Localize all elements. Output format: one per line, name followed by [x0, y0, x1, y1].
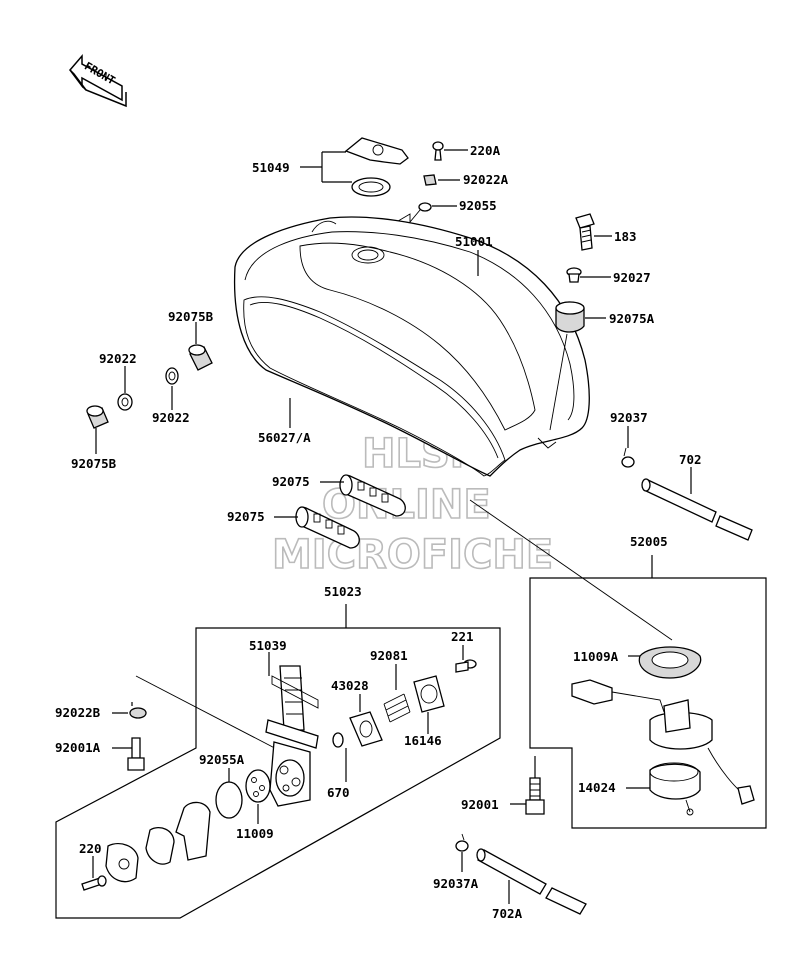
oring-670 [332, 732, 344, 748]
label-14024: 14024 [578, 780, 616, 795]
label-51001: 51001 [455, 234, 493, 249]
fuel-sender-part [571, 679, 755, 805]
label-92055: 92055 [459, 198, 497, 213]
oring-92055A [215, 781, 243, 819]
label-52005: 52005 [630, 534, 668, 549]
washer-92022-left [117, 393, 133, 411]
label-92022A: 92022A [463, 172, 509, 187]
fuel-cap-part [344, 137, 409, 197]
fuel-valve-part [265, 719, 319, 807]
watermark-line3: MICROFICHE [272, 532, 553, 578]
label-11009A: 11009A [573, 649, 619, 664]
label-92037: 92037 [610, 410, 648, 425]
filter-92075-upper [339, 474, 406, 517]
label-92075A: 92075A [609, 311, 655, 326]
bolt-92001A [127, 737, 145, 771]
clip-92037A [455, 833, 469, 852]
label-220A: 220A [470, 143, 501, 158]
label-92037A: 92037A [433, 876, 479, 891]
gasket-11009 [245, 769, 271, 803]
cover-16146 [413, 675, 445, 713]
label-220: 220 [79, 841, 102, 856]
washer-92022B [129, 707, 147, 719]
label-92075B-left: 92075B [71, 456, 117, 471]
label-43028: 43028 [331, 678, 369, 693]
grommet-92075B-left [86, 405, 109, 429]
label-702A: 702A [492, 906, 523, 921]
label-702: 702 [679, 452, 702, 467]
label-92075-a: 92075 [272, 474, 310, 489]
label-92001A: 92001A [55, 740, 101, 755]
cover-14024 [649, 762, 701, 816]
grommet-92075B-top [188, 344, 213, 371]
screw-220A [432, 141, 444, 161]
fuel-tank-part [233, 216, 590, 477]
label-16146: 16146 [404, 733, 442, 748]
label-92022-left: 92022 [99, 351, 137, 366]
screw-220 [81, 875, 107, 891]
label-51023: 51023 [324, 584, 362, 599]
bolt-92001 [525, 777, 545, 815]
grommet-92075A [555, 301, 585, 333]
label-11009: 11009 [236, 826, 274, 841]
hose-702A [476, 848, 587, 915]
filter-92075-lower [295, 506, 360, 549]
label-51039: 51039 [249, 638, 287, 653]
washer-92022A [423, 174, 437, 186]
label-183: 183 [614, 229, 637, 244]
label-221: 221 [451, 629, 474, 644]
label-92001: 92001 [461, 797, 499, 812]
oring-92055 [418, 202, 432, 212]
front-arrow: FRONT [69, 53, 127, 108]
spring-92081 [383, 693, 411, 723]
clip-92037 [621, 447, 635, 468]
strainer-51039 [271, 665, 319, 731]
valve-bracket-parts [105, 801, 211, 883]
gasket-11009A [638, 646, 702, 679]
label-92027: 92027 [613, 270, 651, 285]
bolt-183 [575, 213, 595, 251]
label-670: 670 [327, 785, 350, 800]
label-92022B: 92022B [55, 705, 101, 720]
label-92081: 92081 [370, 648, 408, 663]
label-92022-mid: 92022 [152, 410, 190, 425]
washer-92022-mid [165, 367, 179, 385]
hose-702 [641, 478, 753, 541]
label-56027A: 56027/A [258, 430, 311, 445]
diaphragm-43028 [349, 711, 383, 747]
label-92075-b: 92075 [227, 509, 265, 524]
nut-92027 [566, 267, 582, 283]
label-51049: 51049 [252, 160, 290, 175]
label-92075B-top: 92075B [168, 309, 214, 324]
label-92055A: 92055A [199, 752, 245, 767]
screw-221 [455, 659, 477, 673]
